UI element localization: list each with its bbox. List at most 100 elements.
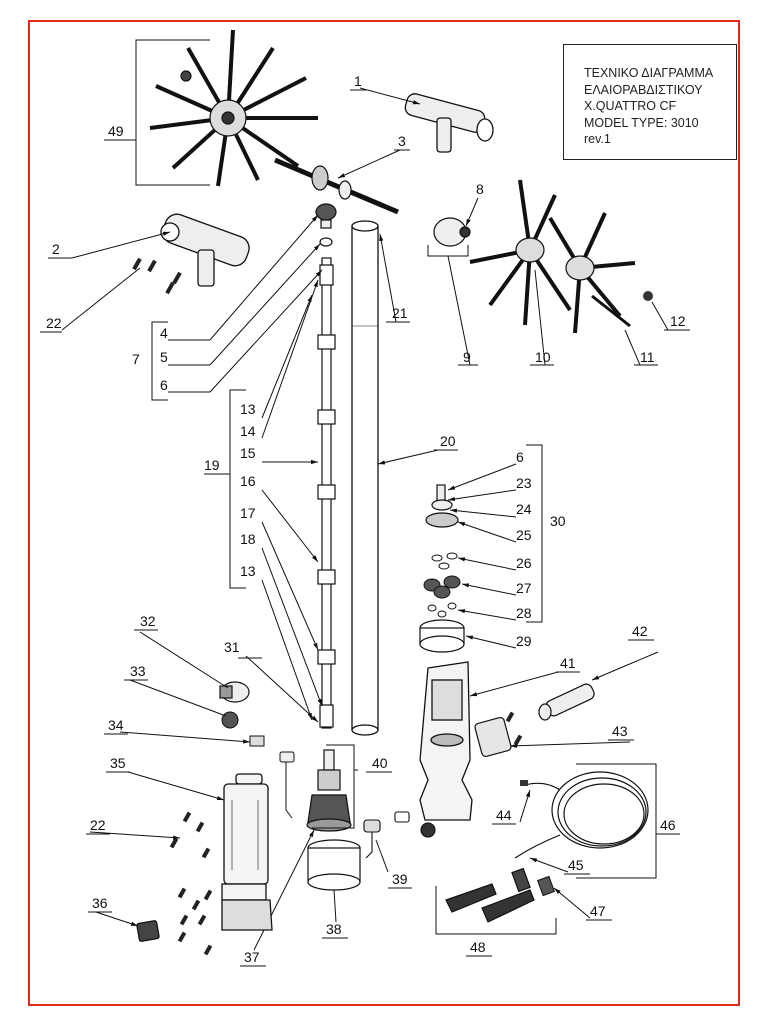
callout-43: 43: [612, 723, 628, 739]
leader-1: [359, 87, 421, 105]
callout-36: 36: [92, 895, 108, 911]
leader-35: [127, 771, 225, 801]
leader-32: [139, 631, 229, 689]
part-36-switch: [136, 920, 160, 942]
callout-labels: 1 2 3 4 5 6 7 8 9 10 11 12 13 14 15 16 1…: [46, 73, 686, 965]
part-20-tube: [351, 220, 379, 736]
part-motor-brush-left: [279, 751, 295, 819]
leader-42: [591, 651, 659, 681]
callout-25: 25: [516, 527, 532, 543]
callout-48: 48: [470, 939, 486, 955]
callout-30: 30: [550, 513, 566, 529]
callout-7: 7: [132, 351, 140, 367]
callout-19: 19: [204, 457, 220, 473]
callout-47: 47: [590, 903, 606, 919]
part-43-plate: [474, 716, 512, 758]
callout-29: 29: [516, 633, 532, 649]
callout-37: 37: [244, 949, 260, 965]
part-48-clamps: [445, 867, 535, 923]
bracket-9: [427, 245, 469, 257]
leader-3: [337, 149, 401, 179]
leader-27: [461, 583, 517, 596]
leader-21: [379, 233, 397, 323]
callout-31: 31: [224, 639, 240, 655]
callout-15: 15: [240, 445, 256, 461]
part-42-gland: [538, 683, 595, 721]
callout-26: 26: [516, 555, 532, 571]
leader-36: [95, 911, 139, 927]
callout-28: 28: [516, 605, 532, 621]
callout-16: 16: [240, 473, 256, 489]
part-47-terminal: [536, 875, 556, 897]
part-11-rod: [591, 294, 631, 328]
callout-11: 11: [640, 349, 655, 365]
callout-8: 8: [476, 181, 484, 197]
callout-49: 49: [108, 123, 124, 139]
part-38-magnet: [307, 839, 361, 891]
callout-21: 21: [392, 305, 408, 321]
part-49-comb: [149, 29, 318, 187]
callout-39: 39: [392, 871, 408, 887]
leader-34: [119, 731, 251, 744]
bracket-49: [135, 39, 210, 186]
callout-22b: 22: [90, 817, 106, 833]
leader-13a: [261, 294, 313, 419]
leader-33: [129, 679, 227, 717]
bracket-19: [229, 389, 246, 589]
part-33-ring: [221, 711, 239, 729]
callout-40: 40: [372, 755, 388, 771]
leader-41: [469, 671, 559, 697]
leader-23: [447, 489, 517, 502]
leader-31: [245, 655, 319, 723]
callout-46: 46: [660, 817, 676, 833]
part-35-housing: [221, 773, 273, 931]
part-39-brushes: [363, 811, 436, 859]
drawing-frame: [28, 20, 740, 1006]
leader-22-bottom: [89, 831, 181, 840]
part-1-head: [404, 93, 494, 153]
part-3-shaft: [274, 157, 399, 215]
callout-33: 33: [130, 663, 146, 679]
callout-18: 18: [240, 531, 256, 547]
callout-32: 32: [140, 613, 156, 629]
callout-10: 10: [535, 349, 551, 365]
callout-14: 14: [240, 423, 256, 439]
drive-shaft: [317, 257, 336, 729]
part-25-carrier: [425, 484, 459, 528]
leader-4: [209, 214, 319, 341]
callout-17: 17: [240, 505, 256, 521]
part-27-planet-gears: [423, 575, 461, 599]
leader-25: [457, 521, 517, 543]
leader-18: [261, 547, 323, 707]
part-34-bushing: [249, 735, 265, 747]
callout-13a: 13: [240, 401, 256, 417]
title-block: ΤΕΧΝΙΚΟ ΔΙΑΓΡΑΜΜΑ ΕΛΑΙΟΡΑΒΔΙΣΤΙΚΟΥ X.QUA…: [563, 44, 737, 160]
bracket-48: [435, 886, 557, 935]
part-4-gear: [315, 203, 337, 247]
part-32-clamp: [219, 681, 250, 703]
part-44-connector: [520, 780, 528, 786]
title-line-2: ΕΛΑΙΟΡΑΒΔΙΣΤΙΚΟΥ: [584, 82, 703, 97]
leader-9: [447, 255, 471, 366]
part-41-housing: [419, 661, 473, 821]
title-line-4: MODEL TYPE: 3010: [584, 115, 699, 130]
leader-38: [333, 889, 337, 923]
screws-22-bottom: [169, 811, 213, 956]
leader-29: [465, 635, 517, 649]
leader-47: [553, 887, 591, 919]
title-line-3: X.QUATTRO CF: [584, 99, 677, 113]
title-line-5: rev.1: [584, 132, 611, 146]
callout-22a: 22: [46, 315, 62, 331]
callout-38: 38: [326, 921, 342, 937]
leader-26: [457, 557, 517, 571]
callout-5: 5: [160, 349, 168, 365]
callout-23: 23: [516, 475, 532, 491]
bracket-40: [312, 744, 355, 829]
leader-17: [261, 521, 319, 651]
callout-6a: 6: [160, 377, 168, 393]
leader-39: [375, 839, 389, 873]
leader-5: [209, 243, 321, 366]
callout-20: 20: [440, 433, 456, 449]
leader-2: [71, 231, 171, 259]
leader-45: [529, 857, 569, 873]
